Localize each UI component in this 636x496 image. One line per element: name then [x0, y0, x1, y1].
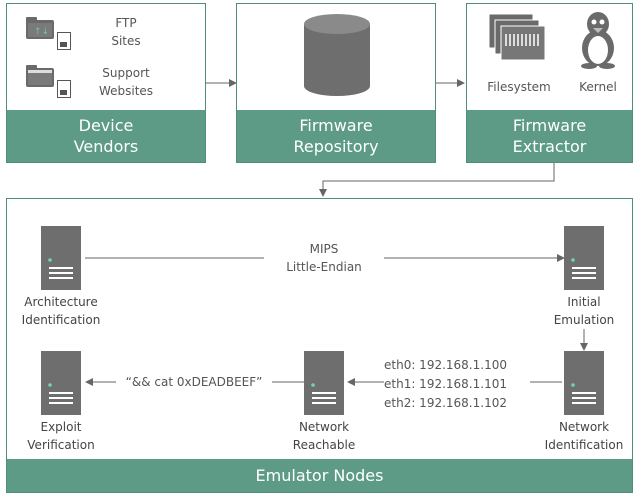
architecture-result-label: MIPS Little-Endian [264, 240, 384, 276]
firmware-repository-box: Firmware Repository [236, 3, 436, 163]
database-icon [304, 14, 370, 96]
architecture-server-icon [41, 226, 81, 290]
firmware-repository-title: Firmware Repository [237, 110, 435, 162]
ftp-document-icon [57, 32, 71, 50]
filesystem-icon [488, 13, 546, 61]
arrow-extractor-to-emulator [319, 163, 555, 197]
network-identification-label: Network Identification [544, 420, 624, 452]
exploit-command-label: “&& cat 0xDEADBEEF” [116, 373, 272, 391]
firmware-extractor-title: Firmware Extractor [467, 110, 632, 162]
interface-list: eth0: 192.168.1.100 eth1: 192.168.1.101 … [384, 356, 530, 413]
initial-emulation-server-icon [564, 226, 604, 290]
support-websites-label: Support Websites [98, 66, 154, 98]
emulator-nodes-box: Emulator Nodes [6, 198, 633, 493]
emulator-nodes-title: Emulator Nodes [7, 459, 632, 492]
device-vendors-box: ↑↓ FTP Sites Support Websites Device Ven… [6, 3, 206, 163]
support-document-icon [57, 80, 71, 98]
interface-eth0: eth0: 192.168.1.100 [384, 358, 507, 372]
network-identification-server-icon [564, 351, 604, 415]
exploit-verification-server-icon [41, 351, 81, 415]
firmware-extractor-box: Filesystem Kernel Firmware Extractor [466, 3, 633, 163]
network-reachable-label: Network Reachable [292, 420, 356, 452]
support-folder-icon [26, 65, 54, 87]
network-reachable-server-icon [304, 351, 344, 415]
interface-eth2: eth2: 192.168.1.102 [384, 396, 507, 410]
filesystem-label: Filesystem [487, 80, 551, 94]
device-vendors-title: Device Vendors [7, 110, 205, 162]
kernel-penguin-icon [581, 12, 615, 69]
initial-emulation-label: Initial Emulation [553, 295, 615, 327]
exploit-verification-label: Exploit Verification [27, 420, 95, 452]
ftp-sites-label: FTP Sites [111, 16, 141, 48]
interface-eth1: eth1: 192.168.1.101 [384, 375, 530, 394]
kernel-label: Kernel [579, 80, 617, 94]
svg-text:↑↓: ↑↓ [34, 27, 49, 37]
ftp-folder-icon: ↑↓ [26, 17, 54, 39]
architecture-identification-label: Architecture Identification [21, 295, 101, 327]
